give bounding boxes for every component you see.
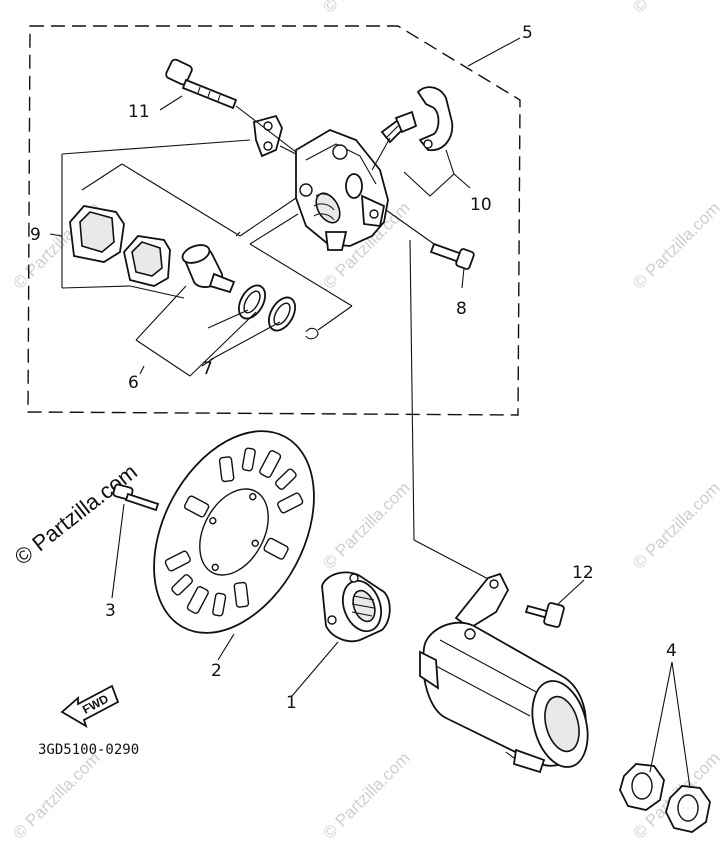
caliper-assembly-boundary [27,25,521,416]
callout-4: 4 [666,641,677,661]
callout-8: 8 [456,299,467,319]
watermark: © Partzilla.com [629,198,723,292]
axle-nuts [619,763,711,833]
caliper-bracket [419,572,589,774]
drawing-code: 3GD5100-0290 [38,742,139,758]
callout-10: 10 [470,195,492,215]
leader-lines [49,37,691,789]
caliper-bolt [165,58,238,110]
callout-6: 6 [128,373,139,393]
callout-2: 2 [211,661,222,681]
forward-arrow: FWD [60,684,120,728]
disc-bolt [112,483,160,512]
callout-1: 1 [286,693,297,713]
wheel-hub-collar [321,571,391,643]
bleed-screw [380,110,418,144]
guide-lines-caliper [61,105,435,377]
piston-seals [237,284,319,340]
callout-11: 11 [128,102,150,122]
caliper-pin-bracket [253,114,283,158]
watermark: © Partzilla.com [319,748,413,842]
callout-7: 7 [202,359,213,379]
callout-5: 5 [522,23,533,43]
caliper-body [295,129,389,251]
watermark: © Partzilla.com [319,478,413,572]
watermark: © Partzilla.com [629,478,723,572]
brake-pads [69,205,171,287]
bleed-cap [416,86,454,151]
watermark: © Partzilla.com [319,0,413,17]
callout-9: 9 [30,225,41,245]
watermark-large: © Partzilla.com [10,459,142,570]
piston [181,244,236,294]
pad-pin [429,242,475,270]
watermark: © Partzilla.com [9,748,103,842]
guide-line-to-bracket [409,239,495,583]
watermark: © Partzilla.com [629,0,723,17]
watermarks: © Partzilla.com © Partzilla.com © Partzi… [9,0,723,843]
callout-3: 3 [105,601,116,621]
callout-12: 12 [572,563,594,583]
brake-disc [153,430,315,634]
bracket-bolt [524,602,565,628]
